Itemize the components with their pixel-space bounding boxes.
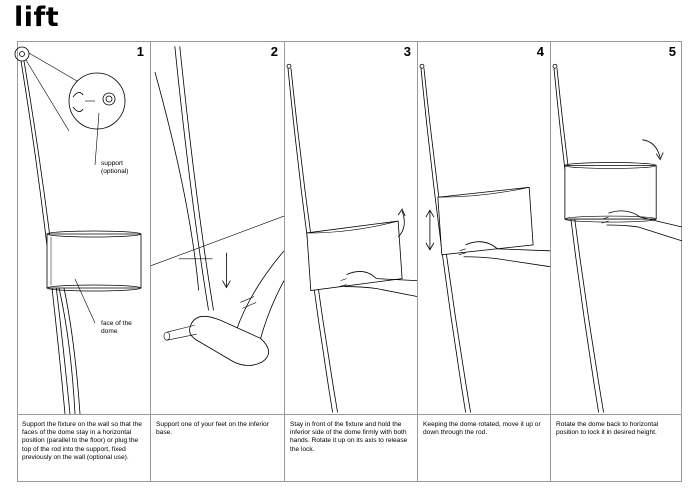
step-panel-2: 2 Support one of your feet on the inferi… <box>150 41 284 482</box>
step-number: 1 <box>136 44 144 59</box>
callout-support: support (optional) <box>101 160 129 176</box>
step-3-illustration <box>285 41 417 414</box>
step-panel-4: 4 Keeping the dome rotated, move it up o… <box>417 41 550 482</box>
step-panel-5: 5 Rotate the dome back to horizontal pos… <box>550 41 682 482</box>
caption-divider <box>17 414 150 415</box>
step-number: 5 <box>668 44 676 59</box>
step-caption: Support the fixture on the wall so that … <box>22 421 142 461</box>
step-caption: Support one of your feet on the inferior… <box>156 421 269 437</box>
instructions-frame <box>17 41 682 482</box>
page-title: lift <box>14 2 60 33</box>
step-caption: Stay in front of the fixture and hold th… <box>290 421 408 453</box>
step-2-illustration <box>151 41 284 414</box>
step-caption: Keeping the dome rotated, move it up or … <box>423 421 541 437</box>
step-1-illustration <box>17 41 150 414</box>
step-panel-1: 1 support (optional) face of the dome Su… <box>17 41 150 482</box>
step-number: 4 <box>536 44 544 59</box>
step-panel-3: 3 Stay in front of the fixture and hold … <box>284 41 417 482</box>
caption-divider <box>285 414 417 415</box>
step-4-illustration <box>418 41 550 414</box>
caption-divider <box>551 414 682 415</box>
step-5-illustration <box>551 41 682 414</box>
step-caption: Rotate the dome back to horizontal posit… <box>556 421 659 437</box>
caption-divider <box>418 414 550 415</box>
step-number: 2 <box>270 44 278 59</box>
step-number: 3 <box>403 44 411 59</box>
callout-face-of-dome: face of the dome <box>101 320 132 336</box>
caption-divider <box>151 414 284 415</box>
